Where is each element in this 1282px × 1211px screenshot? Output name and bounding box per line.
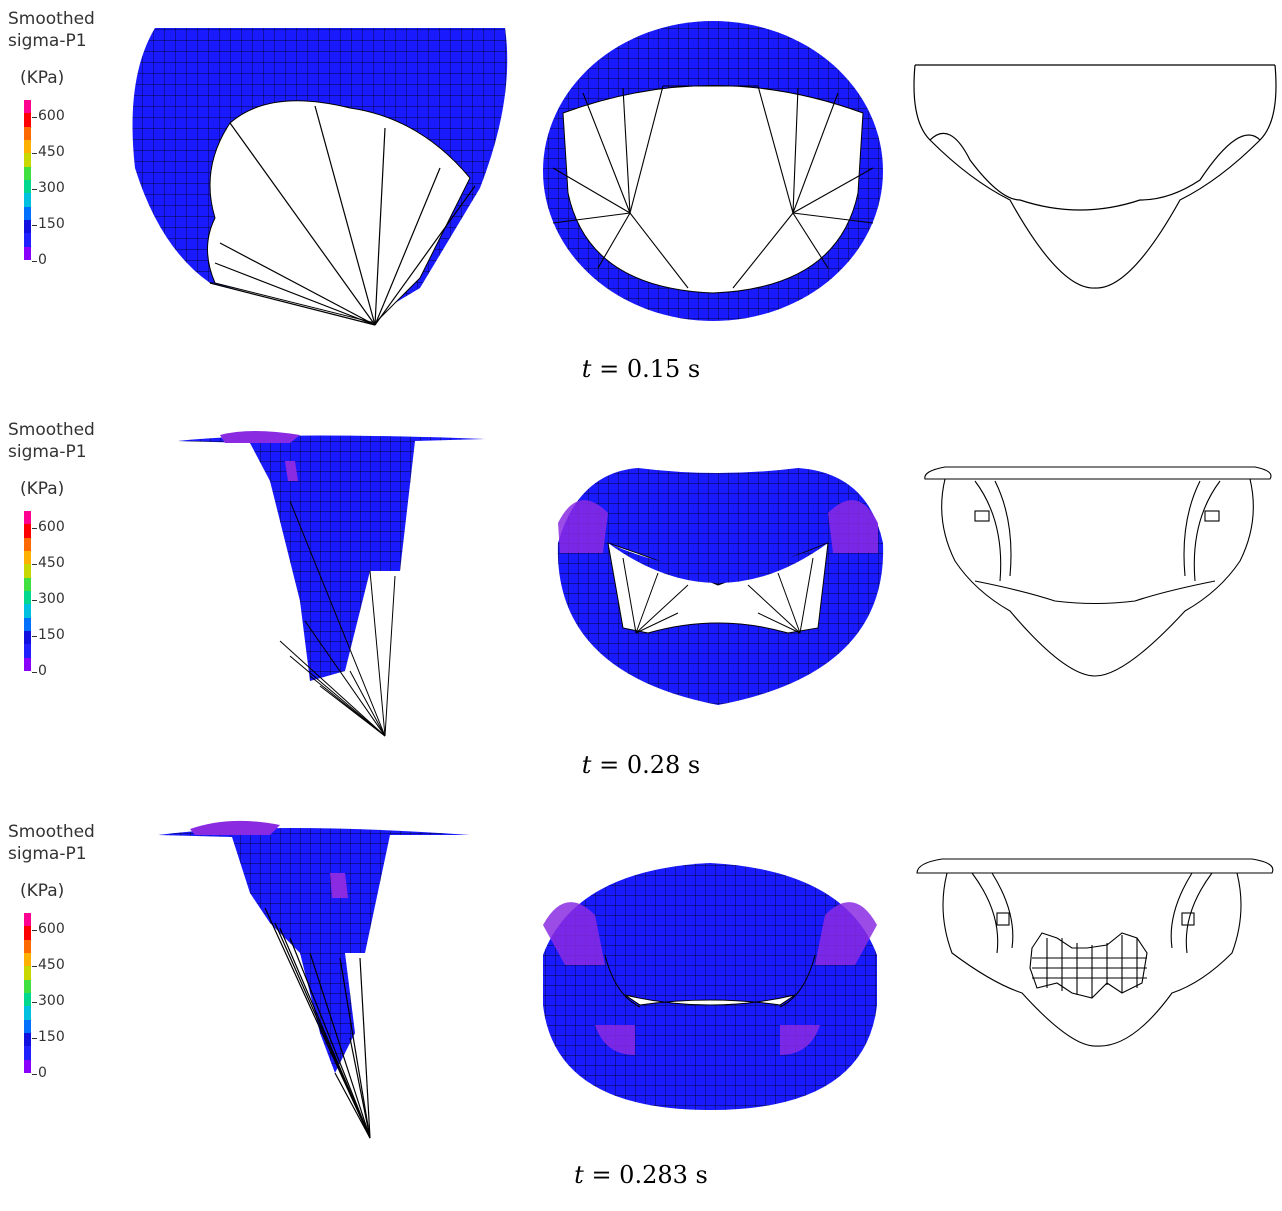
colorbar-segment <box>24 537 31 551</box>
legend-title-1: Smoothed <box>8 9 95 29</box>
time-variable: t <box>581 751 592 779</box>
valve-side-view <box>132 28 508 326</box>
colorbar-segment <box>24 219 31 234</box>
legend-title-2: sigma-P1 <box>8 31 87 51</box>
valve-side-view <box>158 820 470 1139</box>
colorbar-segment <box>24 939 31 953</box>
valve-side-view <box>178 431 485 737</box>
valve-outline-view <box>916 858 1274 1047</box>
colorbar-segment <box>24 966 31 980</box>
tick-label: 600 <box>32 108 65 124</box>
time-caption: t = 0.15 s <box>0 355 1282 383</box>
legend-title-1: Smoothed <box>8 420 95 440</box>
legend-unit: (KPa) <box>20 68 65 88</box>
colorbar-segment <box>24 1006 31 1020</box>
row-t028: Smoothed sigma-P1 (KPa) 600 450 300 150 … <box>0 411 1282 809</box>
colorbar-segment <box>24 604 31 618</box>
colorbar-segment <box>24 1019 31 1033</box>
colorbar-segment <box>24 657 31 671</box>
colorbar-segment <box>24 511 31 525</box>
colorbar-segment <box>24 630 31 645</box>
tick-label: 150 <box>32 627 65 643</box>
colorbar-legend: Smoothed sigma-P1 (KPa) 600 450 300 150 … <box>8 8 118 268</box>
colorbar-segment <box>24 126 31 140</box>
colorbar-segment <box>24 550 31 565</box>
legend-title-1: Smoothed <box>8 822 95 842</box>
colorbar-segment <box>24 1059 31 1073</box>
colorbar-legend: Smoothed sigma-P1 (KPa) 600 450 300 150 … <box>8 419 118 679</box>
colorbar-segment <box>24 590 31 605</box>
colorbar-segment <box>24 644 31 658</box>
legend-title-2: sigma-P1 <box>8 442 87 462</box>
tick-label: 600 <box>32 921 65 937</box>
colorbar-segment <box>24 113 31 127</box>
time-variable: t <box>581 355 592 383</box>
legend-unit: (KPa) <box>20 881 65 901</box>
row-t0283: Smoothed sigma-P1 (KPa) 600 450 300 150 … <box>0 813 1282 1211</box>
colorbar-segment <box>24 153 31 167</box>
colorbar-segment <box>24 193 31 207</box>
valve-top-view <box>557 468 884 705</box>
tick-label: 0 <box>32 252 47 268</box>
colorbar <box>24 511 31 671</box>
colorbar-legend: Smoothed sigma-P1 (KPa) 600 450 300 150 … <box>8 821 118 1081</box>
tick-label: 300 <box>32 591 65 607</box>
time-variable: t <box>574 1161 584 1189</box>
colorbar-segment <box>24 1046 31 1060</box>
colorbar-segment <box>24 564 31 578</box>
valve-top-view <box>543 21 883 321</box>
time-caption: t = 0.28 s <box>0 751 1282 779</box>
colorbar-segment <box>24 206 31 220</box>
colorbar-segment <box>24 913 31 927</box>
colorbar-segment <box>24 1032 31 1047</box>
colorbar-segment <box>24 233 31 247</box>
time-value: = 0.283 s <box>583 1161 708 1189</box>
tick-label: 0 <box>32 1065 47 1081</box>
colorbar-segment <box>24 100 31 114</box>
legend-unit: (KPa) <box>20 479 65 499</box>
valve-outline-view <box>924 466 1272 677</box>
colorbar-segment <box>24 577 31 591</box>
colorbar-segment <box>24 246 31 260</box>
colorbar-segment <box>24 979 31 993</box>
time-caption: t = 0.283 s <box>0 1161 1282 1189</box>
tick-label: 150 <box>32 1029 65 1045</box>
colorbar-segment <box>24 992 31 1007</box>
row-t015: Smoothed sigma-P1 (KPa) 600 450 300 150 … <box>0 0 1282 398</box>
valve-outline-view <box>913 64 1277 289</box>
tick-label: 600 <box>32 519 65 535</box>
colorbar-segment <box>24 926 31 940</box>
tick-label: 450 <box>32 957 65 973</box>
colorbar-segment <box>24 952 31 967</box>
time-value: = 0.28 s <box>591 751 701 779</box>
colorbar <box>24 100 31 260</box>
tick-label: 450 <box>32 144 65 160</box>
colorbar-segment <box>24 179 31 194</box>
colorbar-segment <box>24 524 31 538</box>
colorbar <box>24 913 31 1073</box>
time-value: = 0.15 s <box>591 355 701 383</box>
tick-label: 450 <box>32 555 65 571</box>
tick-label: 0 <box>32 663 47 679</box>
colorbar-segment <box>24 617 31 631</box>
tick-label: 300 <box>32 993 65 1009</box>
legend-title-2: sigma-P1 <box>8 844 87 864</box>
valve-top-view <box>543 863 877 1110</box>
tick-label: 300 <box>32 180 65 196</box>
tick-label: 150 <box>32 216 65 232</box>
colorbar-segment <box>24 166 31 180</box>
colorbar-segment <box>24 139 31 154</box>
